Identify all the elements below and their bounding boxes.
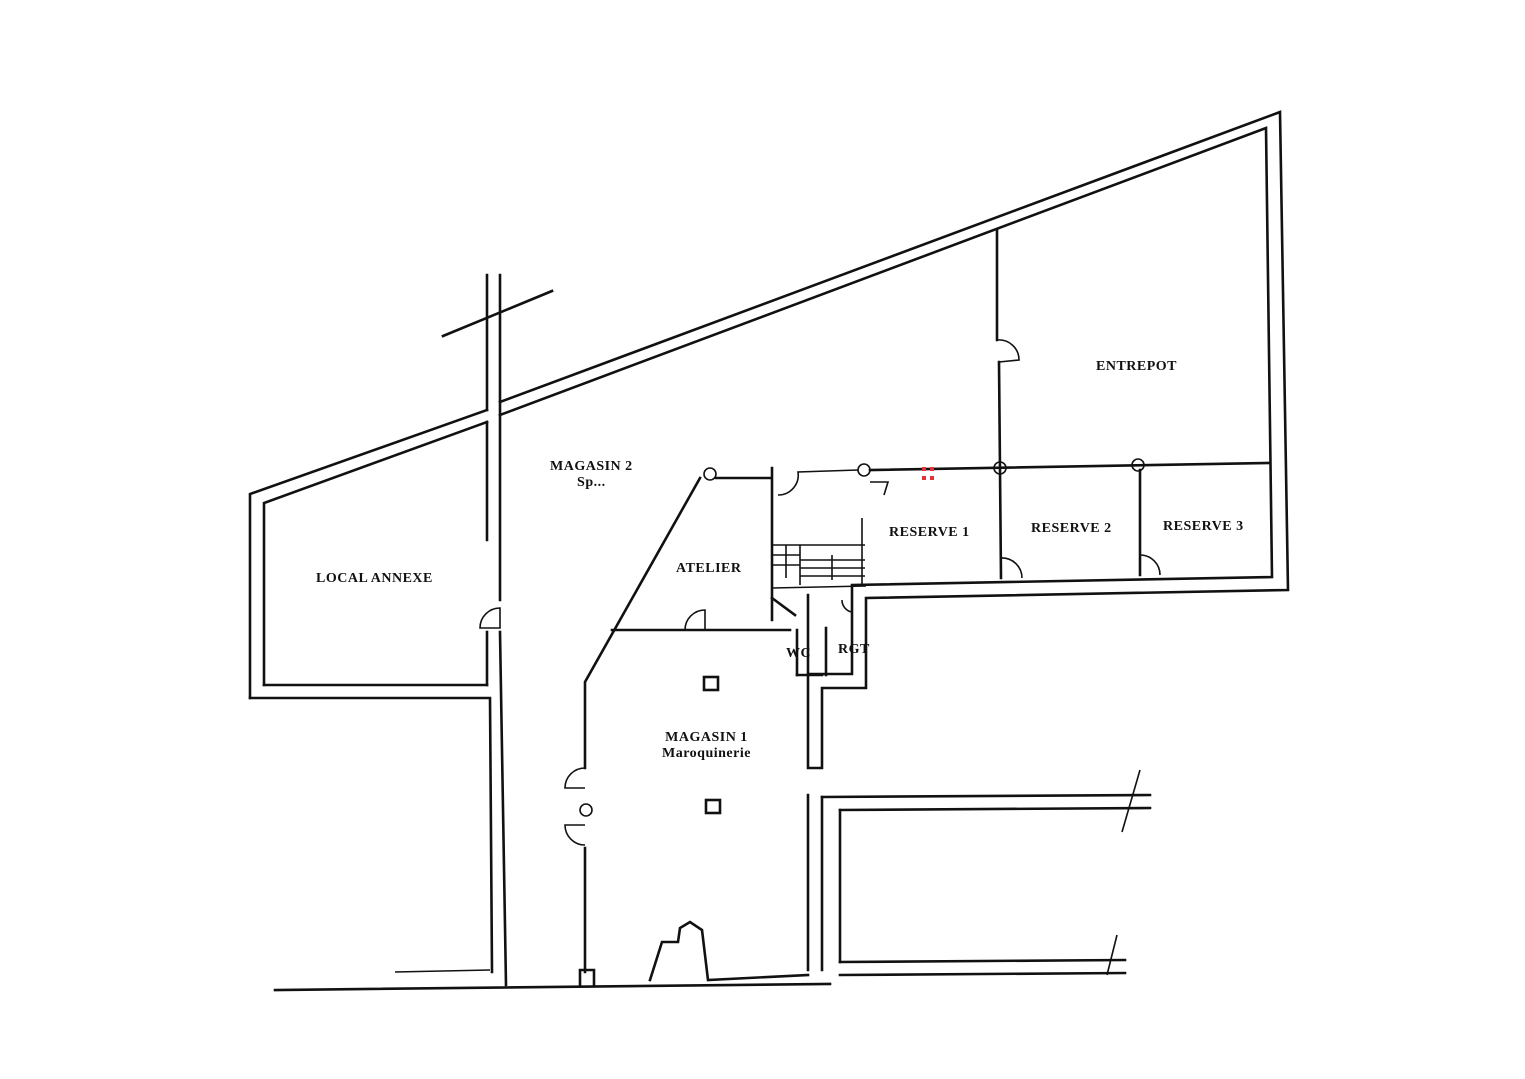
room-label-reserve-3: RESERVE 3 bbox=[1163, 519, 1244, 534]
street-line bbox=[394, 969, 491, 973]
door-swing bbox=[479, 607, 501, 629]
door-frame bbox=[870, 481, 890, 496]
room-name: MAGASIN 2 bbox=[550, 459, 633, 474]
entrepot-wall bbox=[997, 360, 1003, 580]
annexe-wall bbox=[248, 696, 494, 974]
door-swing bbox=[564, 767, 586, 846]
magasin1-front bbox=[578, 968, 596, 987]
room-label-local-annexe: LOCAL ANNEXE bbox=[316, 571, 433, 586]
room-name: MAGASIN 1 bbox=[665, 730, 748, 745]
wall-line bbox=[838, 958, 1127, 964]
door-swing bbox=[1000, 557, 1023, 579]
wall-line bbox=[820, 793, 1152, 799]
room-label-wc: WC bbox=[786, 646, 812, 661]
pillar bbox=[702, 675, 720, 692]
outer-wall-inner-top bbox=[498, 126, 1274, 676]
wall-line bbox=[441, 289, 554, 338]
location-marker bbox=[922, 467, 934, 480]
column bbox=[857, 463, 871, 477]
wall-line bbox=[498, 630, 508, 987]
room-label-reserve-1: RESERVE 1 bbox=[889, 525, 970, 540]
column bbox=[579, 803, 593, 817]
room-label-magasin-2: MAGASIN 2 Sp... bbox=[550, 459, 633, 491]
door-swing bbox=[841, 599, 853, 620]
pillar bbox=[704, 798, 722, 815]
wall-line bbox=[1106, 934, 1118, 976]
room-label-magasin-1: MAGASIN 1 Maroquinerie bbox=[662, 730, 751, 762]
wall-line bbox=[838, 806, 1152, 812]
entrance bbox=[648, 920, 810, 982]
outer-wall-outer-top bbox=[498, 110, 1290, 770]
outer-wall-outer bbox=[248, 408, 489, 700]
outer-wall-inner bbox=[262, 420, 489, 687]
room-label-atelier: ATELIER bbox=[676, 561, 742, 576]
wall-line bbox=[838, 971, 1127, 977]
column bbox=[703, 467, 717, 481]
door-swing bbox=[777, 469, 859, 496]
room-label-rgt: RGT bbox=[838, 642, 870, 657]
room-label-reserve-2: RESERVE 2 bbox=[1031, 521, 1112, 536]
staircase bbox=[771, 518, 867, 589]
wall-line bbox=[1121, 769, 1141, 833]
door-swing bbox=[1139, 554, 1161, 576]
magasin1-wall bbox=[583, 476, 702, 770]
room-subtitle: Sp... bbox=[577, 475, 606, 490]
room-subtitle: Maroquinerie bbox=[662, 746, 751, 761]
door-swing bbox=[996, 339, 1020, 363]
column bbox=[1131, 458, 1145, 472]
wall-line bbox=[770, 596, 797, 617]
wall-line bbox=[868, 461, 1272, 472]
door-swing bbox=[684, 609, 706, 631]
street-line bbox=[273, 982, 832, 992]
room-label-entrepot: ENTREPOT bbox=[1096, 359, 1178, 374]
